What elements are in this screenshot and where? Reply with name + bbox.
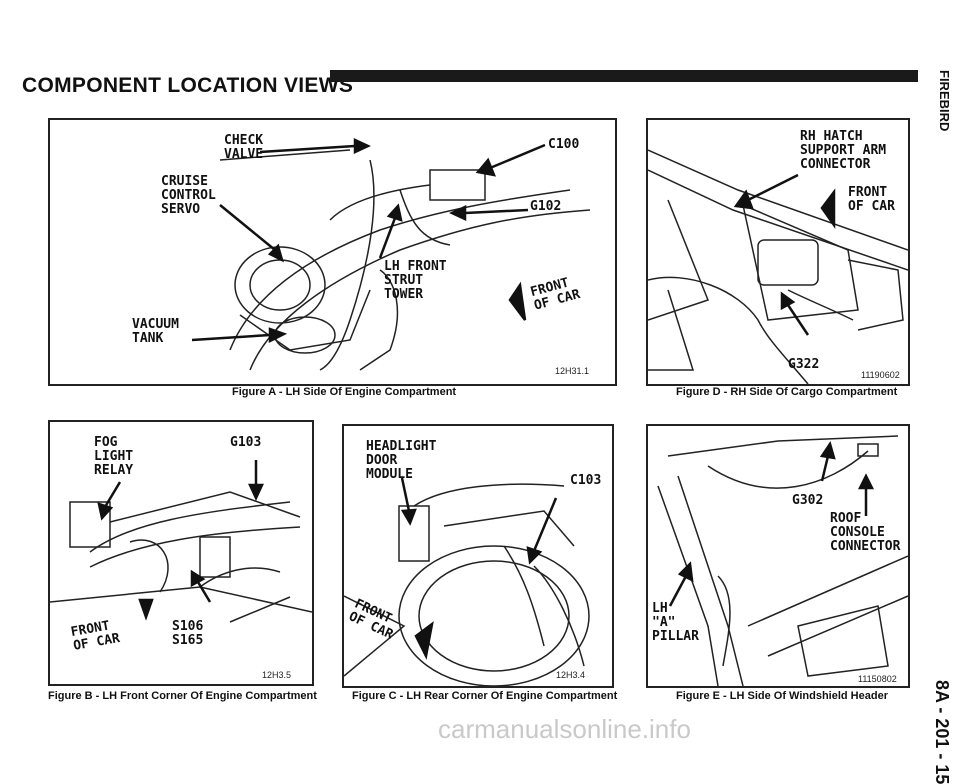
caption-figure-c: Figure C - LH Rear Corner Of Engine Comp… — [352, 690, 618, 702]
figure-d-illustration — [648, 149, 908, 384]
figure-a: CHECK VALVE C100 CRUISE CONTROL SERVO G1… — [48, 118, 617, 386]
label-g103: G103 — [230, 435, 262, 450]
caption-figure-e: Figure E - LH Side Of Windshield Header — [676, 690, 888, 702]
label-lh-a-pillar: LH "A" PILLAR — [652, 601, 699, 644]
figure-code: 11150802 — [858, 674, 897, 684]
watermark: carmanualsonline.info — [438, 714, 691, 744]
label-c103: C103 — [570, 473, 602, 488]
label-vacuum-tank: VACUUM TANK — [132, 317, 179, 346]
figure-d: RH HATCH SUPPORT ARM CONNECTOR FRONT OF … — [646, 118, 910, 386]
caption-figure-d: Figure D - RH Side Of Cargo Compartment — [676, 386, 898, 398]
figure-a-illustration — [191, 138, 591, 371]
label-headlight-door-module: HEADLIGHT DOOR MODULE — [366, 439, 437, 482]
side-brand: FIREBIRD — [937, 70, 952, 132]
page-number: 8A - 201 - 15 — [932, 680, 952, 784]
label-rh-hatch-support-arm: RH HATCH SUPPORT ARM CONNECTOR — [800, 129, 887, 172]
figure-code: 11190602 — [861, 370, 900, 380]
caption-figure-a: Figure A - LH Side Of Engine Compartment — [232, 386, 457, 398]
label-g322: G322 — [788, 357, 820, 372]
label-g102: G102 — [530, 199, 562, 214]
figure-e: G302 ROOF CONSOLE CONNECTOR LH "A" PILLA… — [646, 424, 910, 688]
figure-e-illustration — [657, 435, 908, 686]
label-g302: G302 — [792, 493, 824, 508]
figure-code: 12H31.1 — [555, 366, 590, 376]
side-tab: FIREBIRD 8A - 201 - 15 — [930, 70, 956, 784]
label-roof-console-connector: ROOF CONSOLE CONNECTOR — [830, 511, 901, 554]
figure-code: 12H3.5 — [262, 670, 292, 680]
header-rule — [330, 70, 918, 82]
caption-figure-b: Figure B - LH Front Corner Of Engine Com… — [48, 690, 317, 702]
label-lh-front-strut-tower: LH FRONT STRUT TOWER — [384, 259, 447, 302]
label-c100: C100 — [548, 137, 580, 152]
figure-b-illustration — [50, 460, 312, 623]
label-fog-light-relay: FOG LIGHT RELAY — [94, 435, 134, 478]
figure-c: HEADLIGHT DOOR MODULE C103 FRONT OF CAR … — [342, 424, 614, 688]
figure-c-illustration — [344, 477, 590, 686]
figure-b: FOG LIGHT RELAY G103 FRONT OF CAR S106 S… — [48, 420, 314, 686]
label-check-valve: CHECK VALVE — [224, 133, 264, 162]
label-cruise-control-servo: CRUISE CONTROL SERVO — [161, 174, 216, 217]
label-s106-s165: S106 S165 — [172, 619, 204, 648]
figure-code: 12H3.4 — [556, 670, 586, 680]
page-title: COMPONENT LOCATION VIEWS — [22, 74, 354, 97]
label-front-of-car: FRONT OF CAR — [848, 185, 895, 214]
